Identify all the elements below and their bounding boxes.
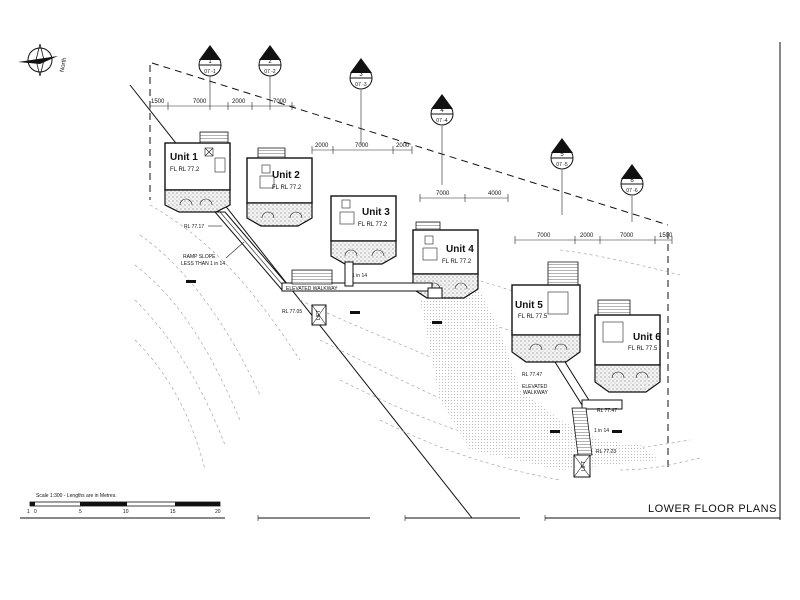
section-ref: 07 -5 — [556, 162, 568, 168]
dimension-label: 2000 — [396, 143, 410, 149]
lift-west — [311, 304, 327, 326]
unit-3-plan: Unit 3 FL RL 77.2 — [330, 195, 397, 265]
unit-name: Unit 1 — [170, 152, 198, 163]
walkway-annotation: WALKWAY — [523, 390, 548, 396]
section-number: 1 — [208, 59, 212, 65]
slope-annotation: 1 in 14 — [594, 428, 609, 434]
dimension-label: 4000 — [488, 191, 502, 197]
section-marker: 6 07 -6 — [620, 164, 644, 222]
section-marker: 4 07 -4 — [430, 94, 454, 185]
lift-annotation: LIFT — [581, 461, 587, 471]
section-marker: 2 07 -2 — [258, 45, 282, 110]
section-number: 3 — [359, 72, 363, 78]
walkway-east — [554, 361, 623, 456]
lift-annotation: LIFT — [316, 310, 322, 320]
unit-2-plan: Unit 2 FL RL 77.2 — [246, 147, 313, 227]
unit-floor-level: FL RL 77.2 — [358, 222, 388, 228]
dimension-label: 7000 — [355, 143, 369, 149]
drawing-title: LOWER FLOOR PLANS — [648, 503, 777, 515]
slope-annotation: 1 in 14 — [352, 273, 367, 279]
unit-5-plan: Unit 5 FL RL 77.5 — [511, 261, 581, 363]
unit-floor-level: FL RL 77.2 — [442, 259, 472, 265]
walkway-annotation: ELEVATED WALKWAY — [286, 286, 338, 292]
unit-name: Unit 4 — [446, 244, 474, 255]
title-block: LOWER FLOOR PLANS — [20, 42, 781, 521]
unit-floor-level: FL RL 77.2 — [170, 167, 200, 173]
dimension-label: 1500 — [659, 233, 673, 239]
section-ref: 07 -3 — [355, 82, 367, 88]
walkway-annotation: ELEVATED — [522, 384, 548, 390]
dimension-label: 2000 — [232, 99, 246, 105]
scale-tick: 0 — [34, 509, 37, 515]
scale-tick: 10 — [123, 509, 129, 515]
unit-1-plan: Unit 1 FL RL 77.2 — [164, 131, 231, 213]
elevated-walkway-main — [281, 261, 443, 299]
unit-name: Unit 6 — [633, 332, 661, 343]
ground-markers — [186, 280, 622, 433]
dimension-row-1: 1500 7000 2000 7000 — [149, 99, 295, 110]
dimension-label: 7000 — [436, 191, 450, 197]
scale-tick: 1 — [27, 509, 30, 515]
unit-floor-level: FL RL 77.2 — [272, 185, 302, 191]
unit-name: Unit 5 — [515, 300, 543, 311]
section-ref: 07 -2 — [264, 69, 276, 75]
scale-tick: 5 — [79, 509, 82, 515]
section-ref: 07 -4 — [436, 118, 448, 124]
section-number: 2 — [268, 59, 272, 65]
section-number: 5 — [560, 152, 564, 158]
section-ref: 07 -6 — [626, 188, 638, 194]
annotations: RL 77.17 RAMP SLOPE LESS THAN 1 in 14 EL… — [181, 224, 617, 471]
section-marker: 3 07 -3 — [349, 58, 373, 145]
dimension-row-4: 7000 2000 7000 1500 — [514, 233, 673, 244]
dimension-label: 2000 — [315, 143, 329, 149]
scale-tick: 20 — [215, 509, 221, 515]
unit-floor-level: FL RL 77.5 — [628, 346, 658, 352]
north-arrow: North — [18, 43, 68, 77]
dimension-row-3: 7000 4000 — [419, 191, 509, 202]
unit-floor-level: FL RL 77.5 — [518, 314, 548, 320]
dimension-label: 1500 — [151, 99, 165, 105]
rl-annotation: RL 77.17 — [184, 224, 204, 230]
section-number: 4 — [440, 108, 444, 114]
lift-east — [573, 454, 591, 478]
dimension-row-2: 2000 7000 2000 — [311, 143, 413, 154]
slope-fill-area — [420, 290, 660, 470]
unit-name: Unit 3 — [362, 207, 390, 218]
ramp-annotation: LESS THAN 1 in 14 — [181, 261, 225, 267]
rl-annotation: RL 77.23 — [596, 449, 616, 455]
rl-annotation: RL 77.05 — [282, 309, 302, 315]
scale-caption: Scale 1:300 - Lengths are in Metres. — [36, 493, 117, 499]
section-ref: 07 -1 — [204, 69, 216, 75]
rl-annotation: RL 77.47 — [522, 372, 542, 378]
dimension-label: 7000 — [537, 233, 551, 239]
unit-6-plan: Unit 6 FL RL 77.5 — [594, 299, 661, 393]
scale-bar: Scale 1:300 - Lengths are in Metres. 1 0… — [27, 493, 221, 515]
dimension-label: 7000 — [620, 233, 634, 239]
ramp-annotation: RAMP SLOPE — [183, 254, 216, 260]
dimension-label: 7000 — [193, 99, 207, 105]
unit-name: Unit 2 — [272, 170, 300, 181]
scale-tick: 15 — [170, 509, 176, 515]
section-marker: 5 07 -5 — [550, 138, 574, 215]
north-label: North — [60, 57, 68, 72]
dimension-label: 2000 — [580, 233, 594, 239]
dimension-label: 7000 — [273, 99, 287, 105]
section-number: 6 — [630, 178, 634, 184]
rl-annotation: RL 77.47 — [597, 408, 617, 414]
section-marker: 1 07 -1 — [198, 45, 222, 110]
